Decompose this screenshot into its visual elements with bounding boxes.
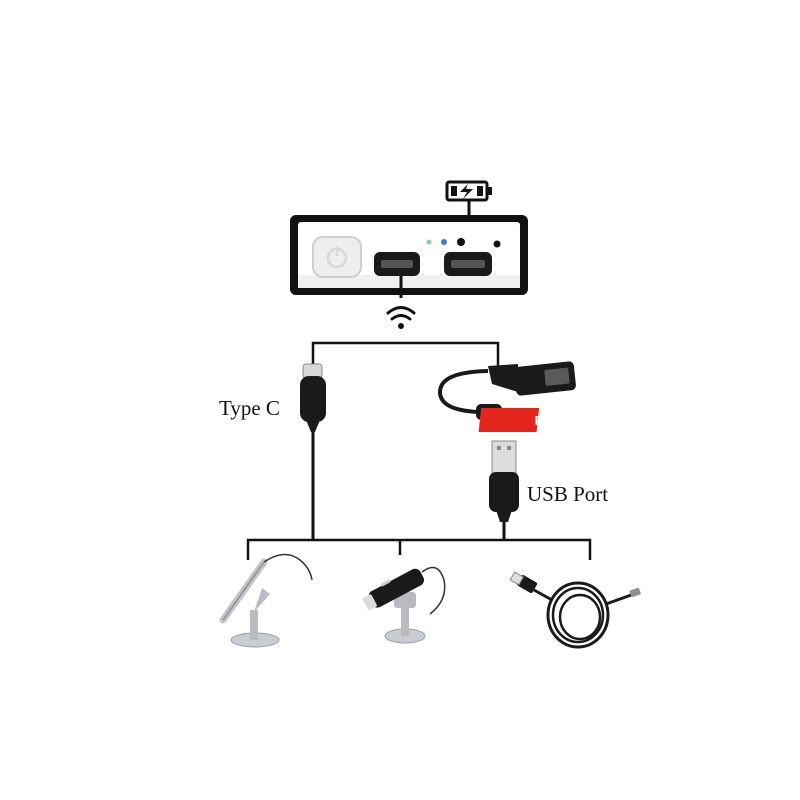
- wifi-icon: [386, 306, 416, 329]
- led-dark-2: [493, 240, 501, 248]
- power-button: [312, 236, 362, 278]
- type-c-cable: [300, 363, 326, 540]
- battery-charging-icon: [445, 180, 492, 202]
- free-badge-label: FREE: [535, 413, 570, 428]
- charge-port: [444, 252, 492, 276]
- endoscope-device: [509, 571, 641, 649]
- wifi-box-device: [290, 215, 528, 295]
- digital-microscope-device: [362, 566, 446, 644]
- led-dark: [457, 238, 465, 246]
- usb-port-label: USB Port: [527, 482, 608, 506]
- top-split-line: [311, 341, 500, 366]
- free-badge: FREE: [478, 408, 570, 432]
- led-green: [426, 239, 432, 245]
- usb-a-cable: [489, 440, 519, 540]
- data-port: [374, 252, 420, 276]
- pen-microscope-device: [219, 553, 313, 648]
- bottom-split-line: [246, 538, 592, 560]
- led-blue: [441, 239, 447, 245]
- type-c-label: Type C: [219, 396, 280, 420]
- power-icon: [326, 246, 348, 269]
